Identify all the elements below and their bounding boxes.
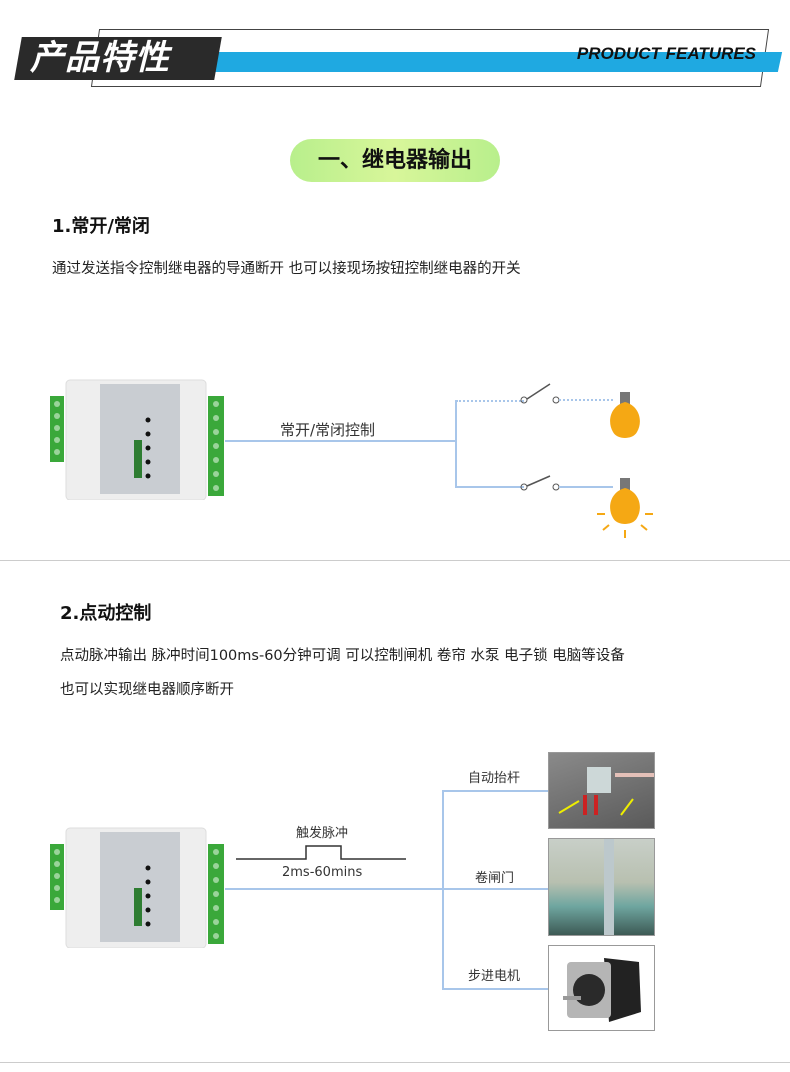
- pulse-waveform-icon: [236, 845, 406, 860]
- bottom-divider: [0, 1062, 790, 1063]
- nc-no-label: 常开/常闭控制: [280, 421, 376, 439]
- wire-branch-2: [443, 888, 549, 890]
- barrier-gate-image: [548, 752, 655, 829]
- wire-lower: [456, 486, 524, 488]
- relay-module-image-2: [50, 827, 224, 948]
- wire-branch: [455, 400, 457, 488]
- pulse-range: 2ms-60mins: [282, 865, 363, 880]
- stepper-motor-image: [548, 945, 655, 1031]
- feature2-desc-line1: 点动脉冲输出 脉冲时间100ms-60分钟可调 可以控制闸机 卷帘 水泵 电子锁…: [60, 648, 625, 664]
- feature1-title: 1.常开/常闭: [52, 216, 150, 237]
- relay-module-image: [50, 379, 224, 500]
- wire-main-2: [225, 888, 444, 890]
- target-label-stepper: 步进电机: [468, 969, 521, 984]
- feature2-title: 2.点动控制: [60, 603, 152, 624]
- wire-main: [225, 440, 456, 442]
- target-label-shutter: 卷闸门: [475, 871, 515, 886]
- feature2-desc-line2: 也可以实现继电器顺序断开: [60, 682, 234, 698]
- switch-icon: [520, 475, 613, 491]
- header-title: 产品特性: [30, 38, 170, 78]
- switch-open-icon: [520, 383, 613, 404]
- wire-branch-3: [443, 988, 549, 990]
- wire-bus: [442, 790, 444, 990]
- bulb-off-icon: [610, 392, 640, 438]
- bulb-on-icon: [597, 478, 653, 538]
- pulse-label: 触发脉冲: [296, 826, 349, 841]
- section-badge: 一、继电器输出: [290, 139, 500, 182]
- target-label-barrier: 自动抬杆: [468, 771, 521, 786]
- rolling-shutter-image: [548, 838, 655, 936]
- header-subtitle: PRODUCT FEATURES: [576, 44, 756, 63]
- section-divider: [0, 560, 790, 561]
- wire-dotted: [456, 400, 524, 402]
- feature1-desc: 通过发送指令控制继电器的导通断开 也可以接现场按钮控制继电器的开关: [52, 261, 521, 277]
- wire-branch-1: [443, 790, 549, 792]
